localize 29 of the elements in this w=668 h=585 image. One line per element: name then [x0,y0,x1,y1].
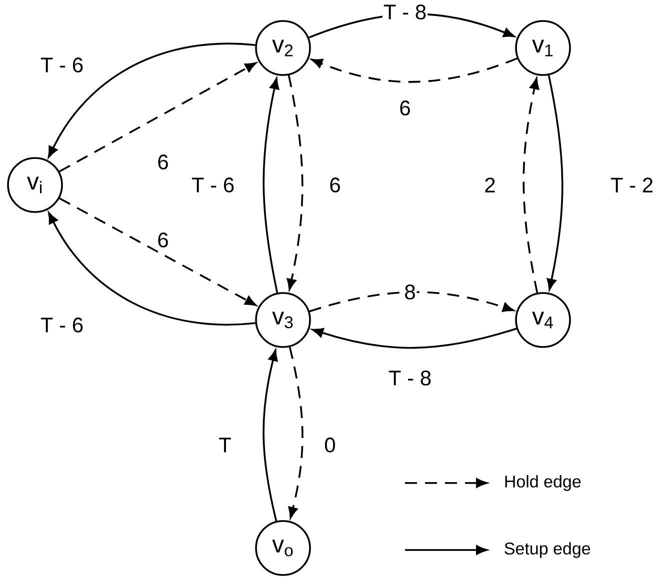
legend-label: Hold edge [505,475,581,491]
arrow [311,58,518,83]
arrow [309,291,514,312]
arrow [312,328,517,349]
edge-label: 6 [156,154,170,170]
edge-label: T - 8 [387,370,433,386]
edge-label: 8 [403,284,417,300]
arrow [59,62,256,172]
arrow [48,212,256,326]
edge-label: 6 [156,232,170,248]
arrow [48,42,256,158]
edge-label: T - 8 [382,4,428,20]
arrow [262,78,280,293]
edge-label: T - 6 [39,316,85,334]
arrow [522,78,540,293]
arrow [286,75,304,290]
arrow [288,346,304,518]
edge-label: 6 [328,176,342,194]
edge-label: 0 [323,436,337,454]
arrow [59,198,256,306]
edge-label: T - 2 [609,176,655,194]
legend-label: Setup edge [504,542,590,558]
arrow [546,75,564,290]
edge-label: 6 [398,100,412,116]
arrow [262,350,278,522]
edge-label: T - 6 [190,176,236,194]
edge-label: 2 [483,176,497,194]
edge-label: T - 6 [39,56,85,74]
edge-label: T [218,436,232,454]
